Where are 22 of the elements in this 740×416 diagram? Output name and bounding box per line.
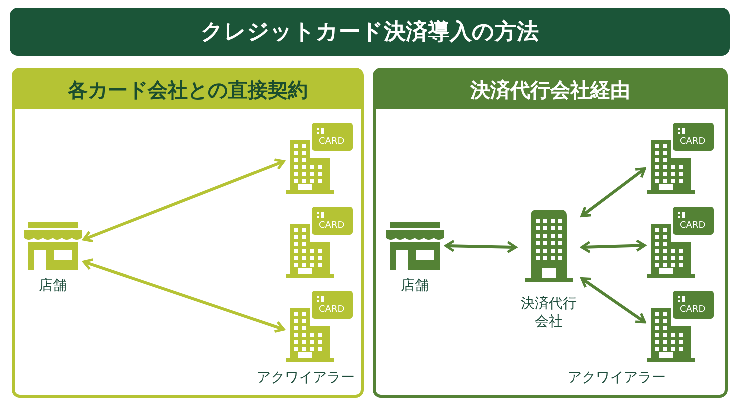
double-arrow: [580, 168, 646, 218]
title-banner: クレジットカード決済導入の方法: [10, 8, 730, 56]
double-arrow: [82, 258, 286, 334]
group-label: アクワイアラー: [568, 369, 666, 387]
card-label: CARD: [319, 222, 345, 231]
double-arrow: [580, 240, 646, 254]
panel-heading: 決済代行会社経由: [376, 71, 725, 109]
card-label: CARD: [680, 222, 706, 231]
node-label: 店舗: [400, 278, 430, 296]
double-arrow: [444, 240, 518, 254]
panel: [373, 68, 728, 398]
panel-heading: 各カード会社との直接契約: [15, 71, 361, 109]
node-label: 店舗: [38, 278, 68, 296]
card-label: CARD: [680, 306, 706, 315]
double-arrow: [580, 278, 646, 324]
node-label: 決済代行会社: [520, 296, 578, 331]
double-arrow: [82, 158, 286, 243]
card-label: CARD: [319, 306, 345, 315]
card-label: CARD: [680, 138, 706, 147]
group-label: アクワイアラー: [257, 369, 355, 387]
panel: [12, 68, 364, 398]
card-label: CARD: [319, 138, 345, 147]
